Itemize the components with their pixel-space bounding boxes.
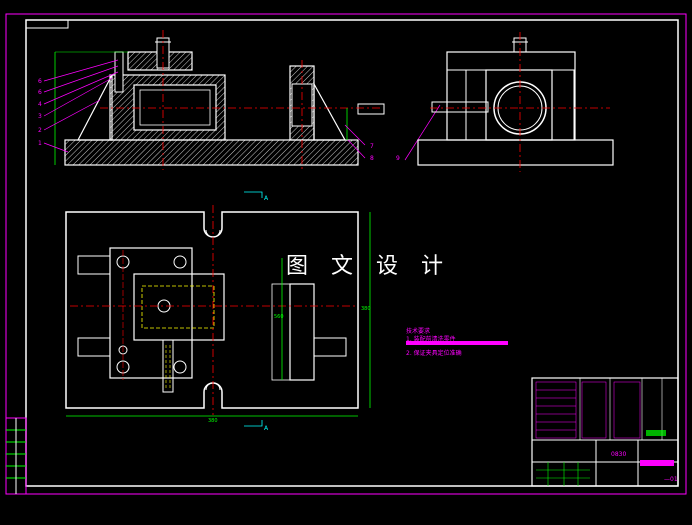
title-block: [531, 377, 679, 487]
front-view-leaders: [43, 59, 441, 161]
balloon-5: 6: [38, 89, 42, 96]
section-mark-bottom: A: [264, 425, 269, 432]
balloon-4: 4: [38, 101, 42, 108]
balloon-9: 9: [396, 155, 400, 162]
title-block-code: 0830: [611, 451, 626, 458]
section-mark-top: A: [264, 195, 269, 202]
dimension-width-bottom: 380: [208, 418, 218, 424]
inner-frame: [25, 19, 679, 487]
balloon-8: 8: [370, 155, 374, 162]
notes-item-1: 1. 装配前清洗零件: [406, 336, 456, 343]
side-view: [417, 32, 614, 172]
top-left-tab: [25, 19, 69, 29]
front-view: [54, 30, 385, 170]
balloon-6a: 6: [38, 78, 42, 85]
balloon-1: 1: [38, 140, 42, 147]
title-block-sheet: —01: [664, 476, 678, 483]
dimension-height-left: 560: [274, 314, 284, 320]
notes-title: 技术要求: [406, 328, 431, 335]
notes-highlight: [406, 341, 508, 345]
left-margin-strip: [5, 417, 27, 495]
balloon-labels: 6 6 4 3 2 1 7 8 9: [38, 78, 400, 162]
top-view: [65, 205, 371, 417]
balloon-7: 7: [370, 143, 374, 150]
notes-item-2: 2. 保证夹具定位准确: [406, 350, 462, 357]
dimension-height-right: 380: [361, 306, 371, 312]
watermark-text: 图 文 设 计: [286, 254, 451, 279]
section-arrows: [244, 191, 263, 427]
outer-frame: [5, 13, 687, 495]
balloon-3: 3: [38, 113, 42, 120]
balloon-2: 2: [38, 127, 42, 134]
